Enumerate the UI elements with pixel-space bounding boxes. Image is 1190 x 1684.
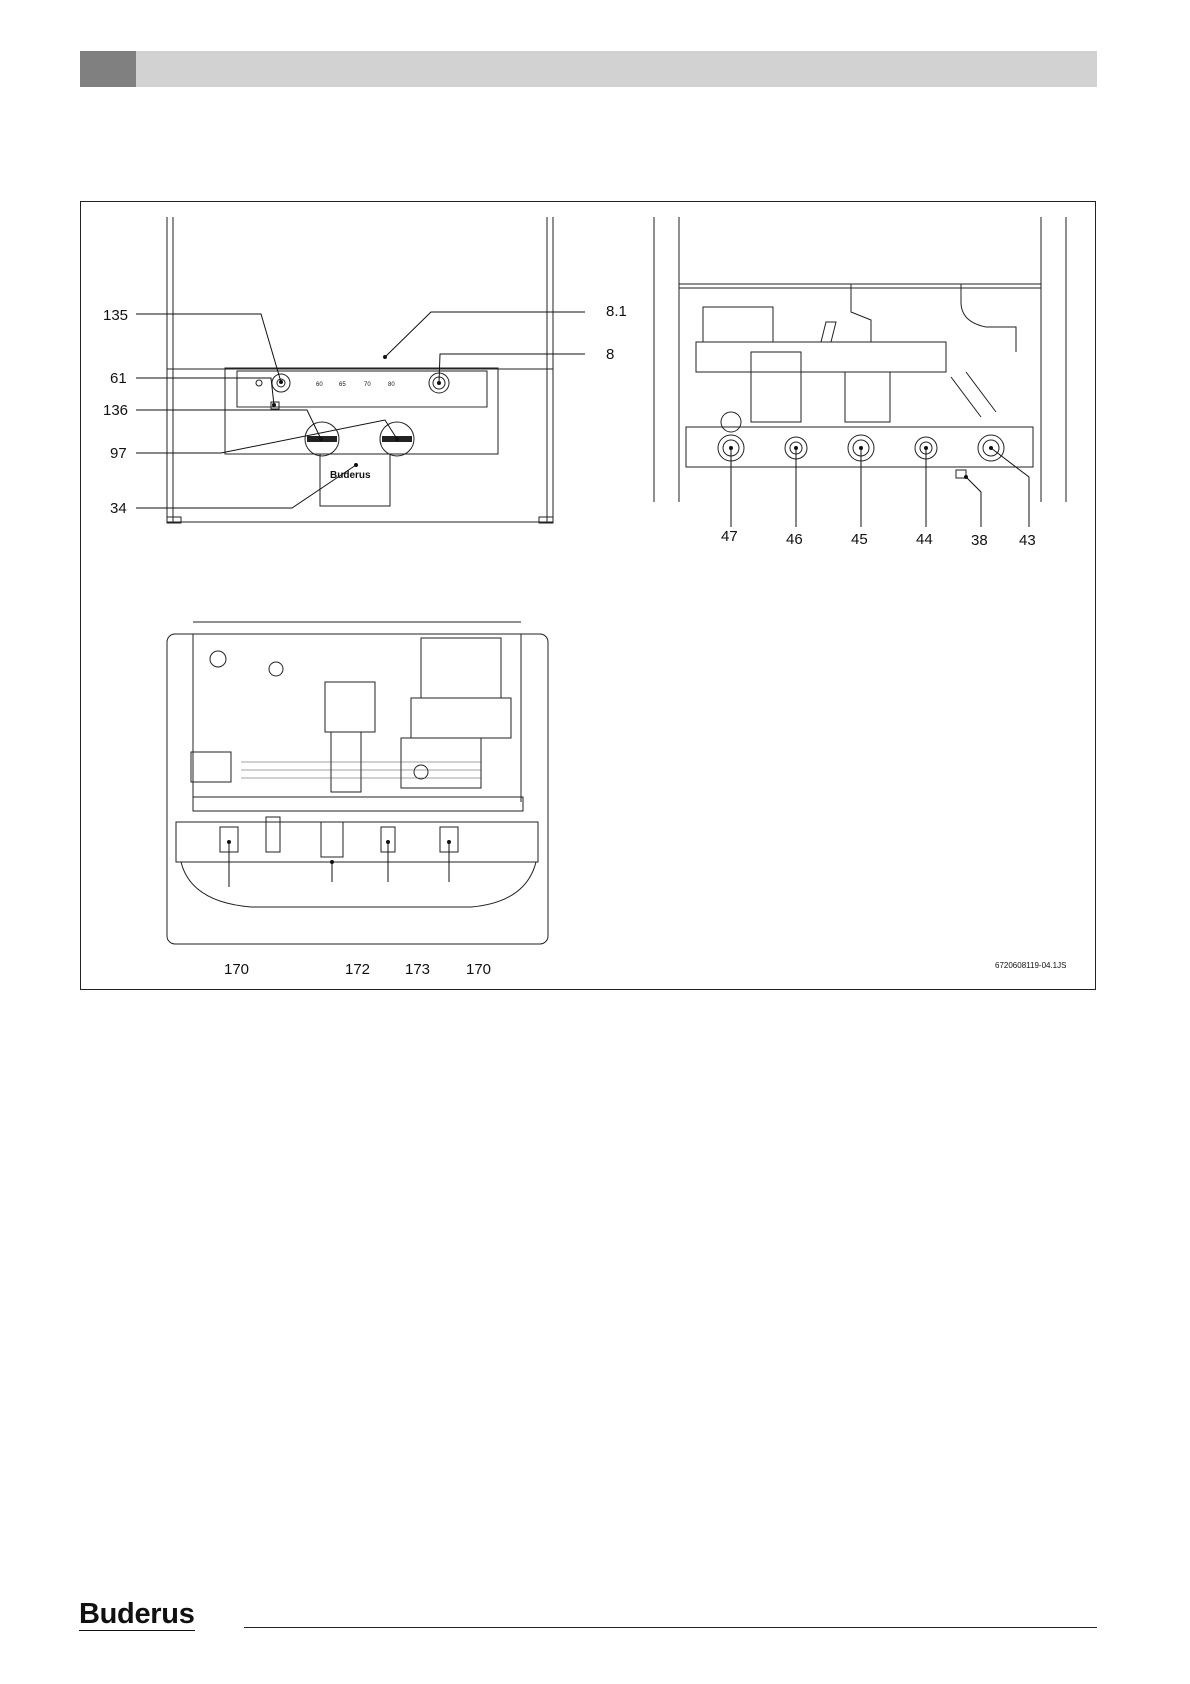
- figure-frame: 60 65 70 80 Buderus 135 61: [80, 201, 1096, 990]
- label-135: 135: [103, 307, 128, 324]
- label-34: 34: [110, 500, 127, 517]
- technical-figure: 60 65 70 80 Buderus 135 61: [103, 217, 1067, 978]
- panel-mark-60: 60: [316, 382, 323, 388]
- label-170-right: 170: [466, 961, 491, 978]
- label-38: 38: [971, 532, 988, 549]
- label-97: 97: [110, 445, 127, 462]
- label-173: 173: [405, 961, 430, 978]
- label-8: 8: [606, 346, 614, 363]
- label-61: 61: [110, 370, 127, 387]
- header-bar: [80, 51, 1097, 87]
- panel-brand-plate: Buderus: [330, 470, 371, 481]
- drawing-id: 6720608119-04.1JS: [995, 961, 1066, 970]
- label-47: 47: [721, 528, 738, 545]
- front-control-panel-drawing: 60 65 70 80 Buderus: [136, 217, 585, 524]
- label-44: 44: [916, 531, 933, 548]
- chapter-marker: [80, 51, 136, 87]
- label-136: 136: [103, 402, 128, 419]
- label-170-left: 170: [224, 961, 249, 978]
- label-45: 45: [851, 531, 868, 548]
- panel-mark-65: 65: [339, 382, 346, 388]
- service-valves-drawing: [166, 621, 549, 945]
- footer-rule: [244, 1627, 1097, 1628]
- label-43: 43: [1019, 532, 1036, 549]
- buderus-logo: Buderus: [79, 1598, 195, 1631]
- boiler-connections-drawing: [653, 217, 1067, 527]
- panel-mark-80: 80: [388, 382, 395, 388]
- panel-mark-70: 70: [364, 382, 371, 388]
- label-172: 172: [345, 961, 370, 978]
- label-8-1: 8.1: [606, 303, 627, 320]
- label-46: 46: [786, 531, 803, 548]
